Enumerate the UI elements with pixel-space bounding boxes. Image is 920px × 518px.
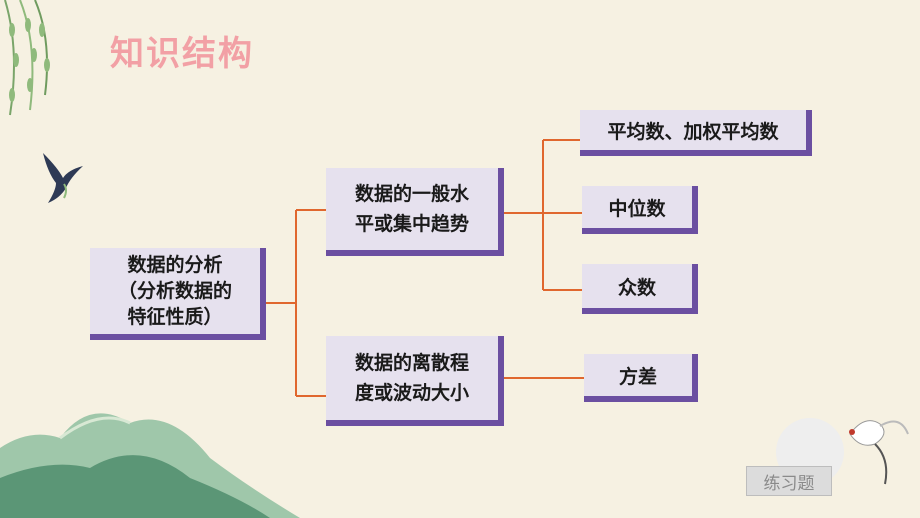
variance-node: 方差 (584, 354, 698, 402)
exercise-button[interactable]: 练习题 (746, 466, 832, 496)
willow-branch-icon (4, 0, 50, 116)
mountain-icon (0, 413, 300, 518)
connector-central (504, 139, 582, 291)
dispersion-line-1: 数据的离散程 (354, 352, 469, 374)
crane-icon (849, 420, 909, 485)
central-line-1: 数据的一般水 (354, 183, 469, 205)
root-line-1: 数据的分析 (127, 254, 223, 276)
dispersion-line-2: 度或波动大小 (354, 382, 469, 404)
root-node: 数据的分析 （分析数据的 特征性质） (90, 248, 266, 340)
swallow-icon (43, 153, 83, 203)
page-title: 知识结构 (110, 34, 254, 74)
central-line-2: 平或集中趋势 (354, 213, 469, 235)
dispersion-node: 数据的离散程 度或波动大小 (326, 336, 504, 426)
root-line-2: （分析数据的 (117, 280, 232, 302)
connector-root (266, 209, 326, 397)
median-node: 中位数 (582, 186, 698, 234)
mode-node: 众数 (582, 264, 698, 314)
root-line-3: 特征性质） (127, 306, 223, 328)
mean-node: 平均数、加权平均数 (580, 110, 812, 156)
central-tendency-node: 数据的一般水 平或集中趋势 (326, 168, 504, 256)
